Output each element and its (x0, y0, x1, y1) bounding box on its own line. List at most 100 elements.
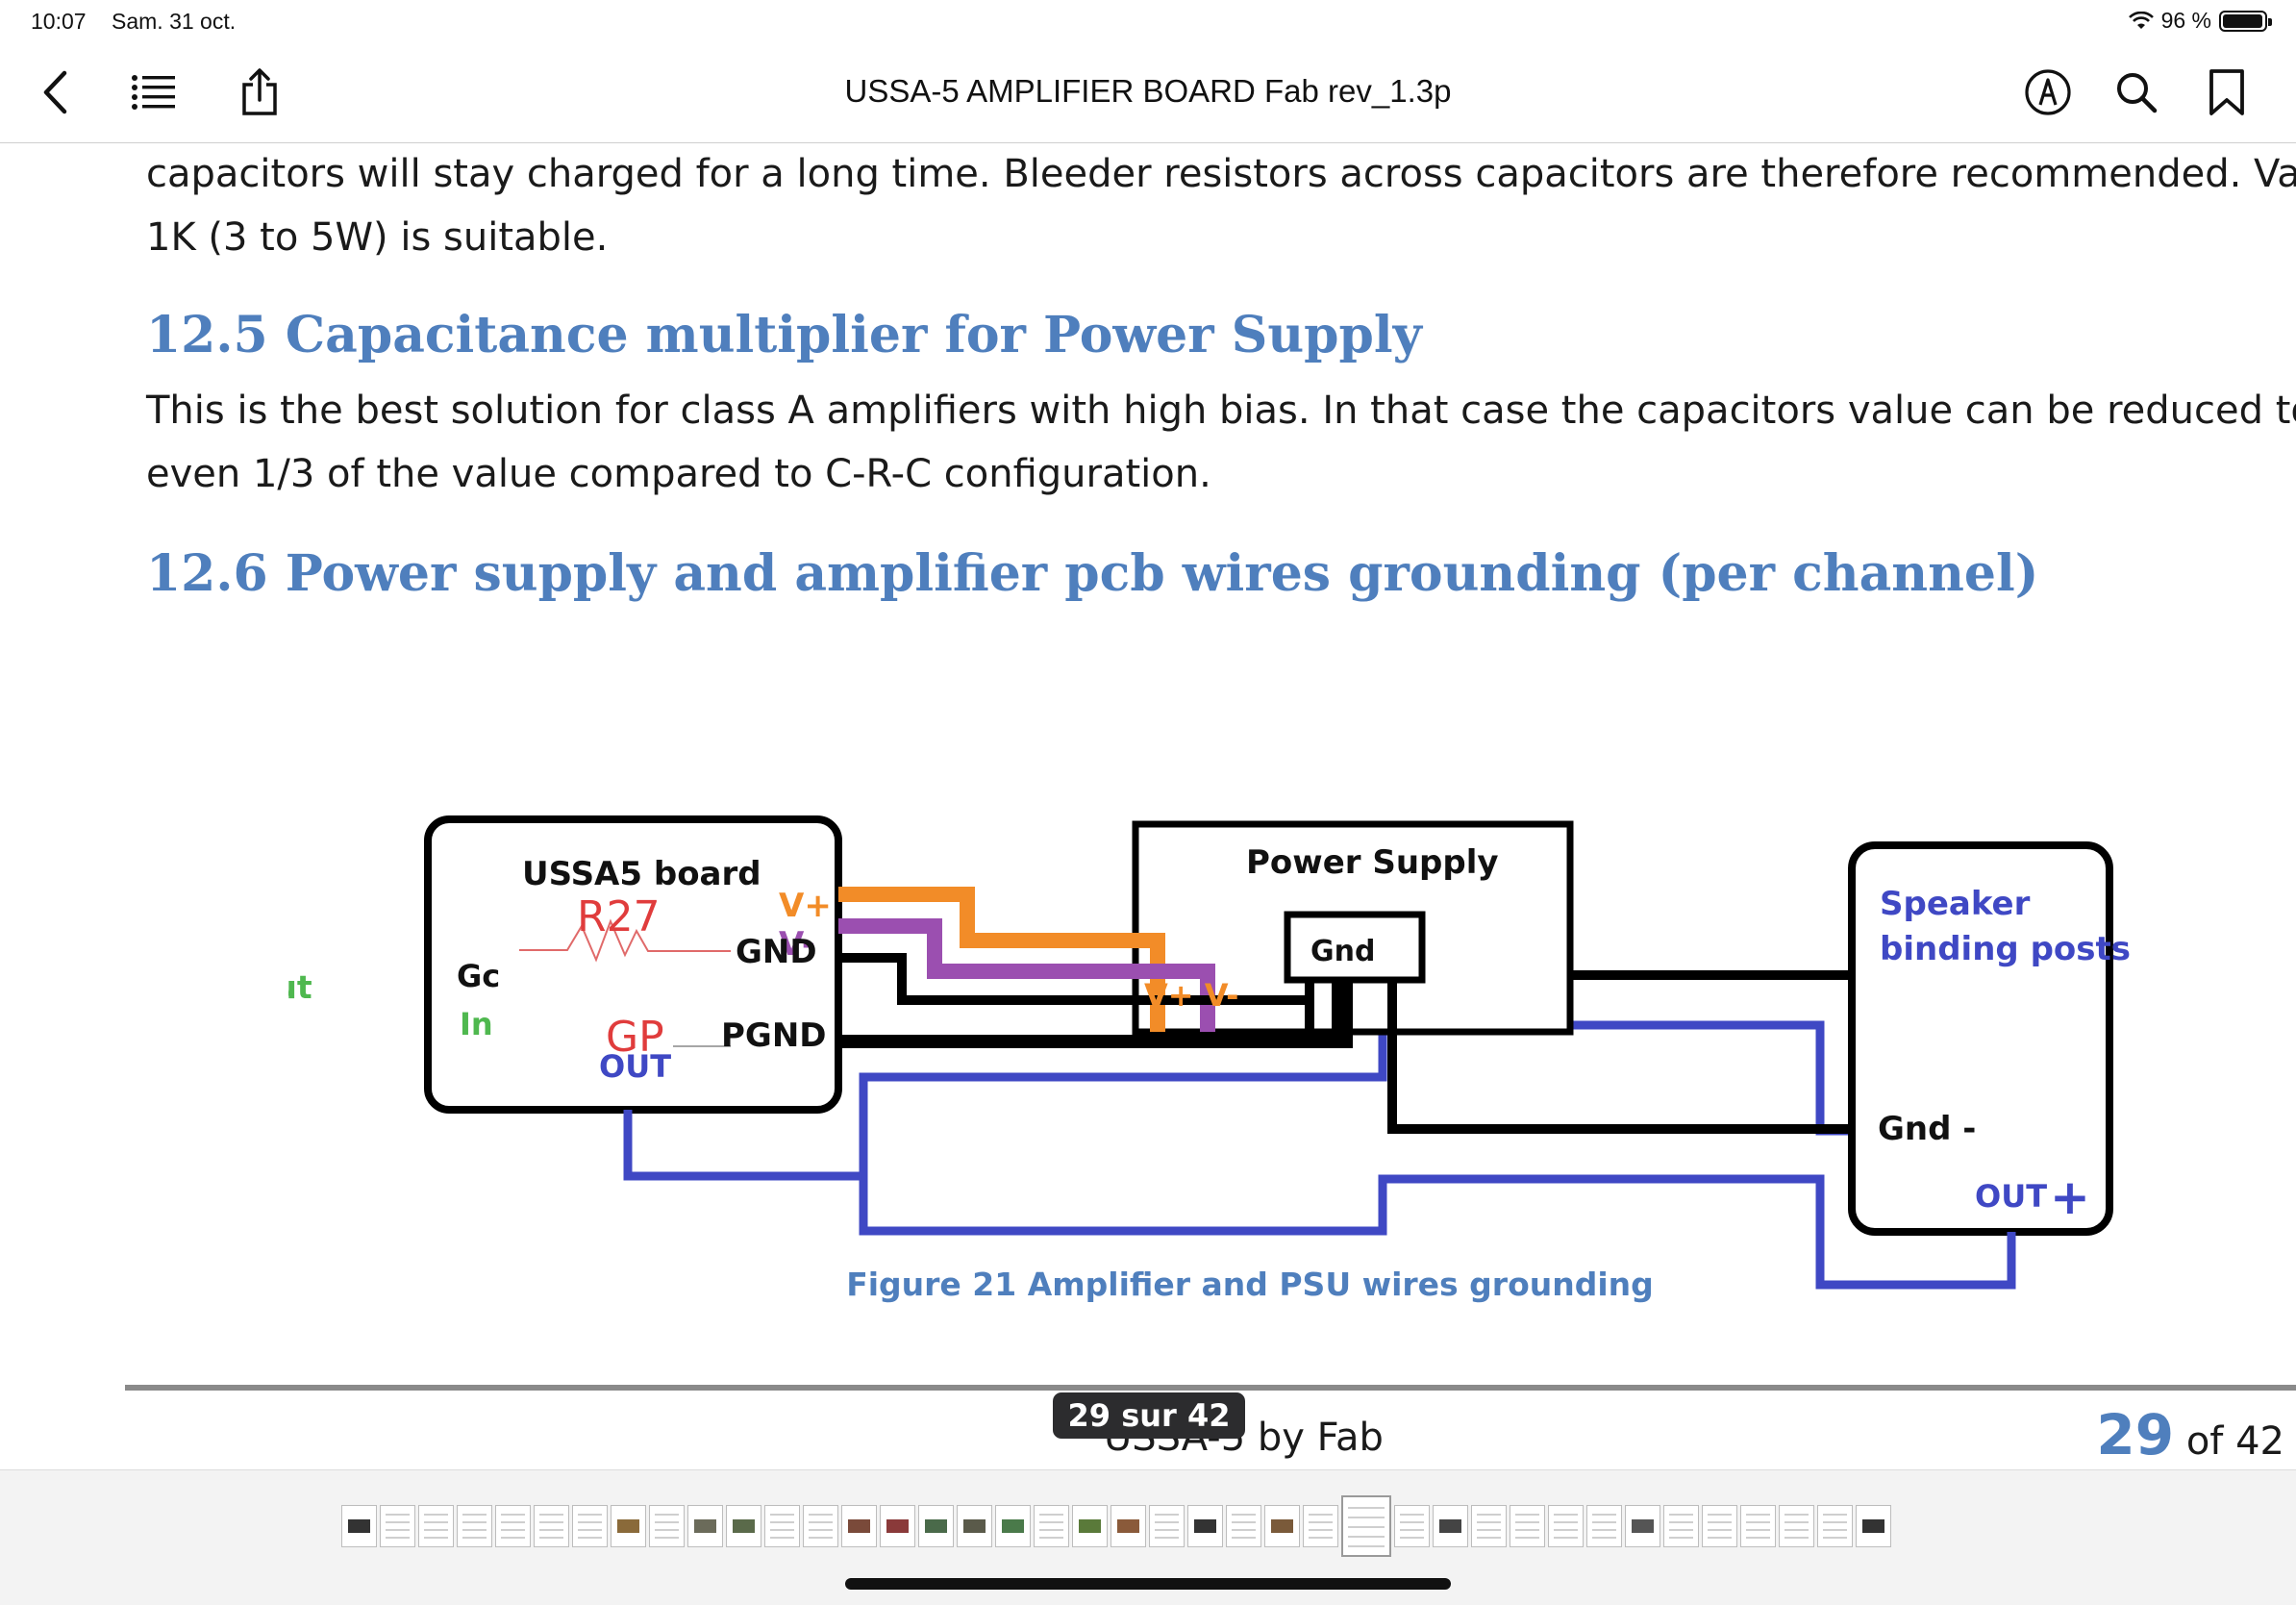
page-thumbnail[interactable] (1510, 1505, 1545, 1547)
paragraph-line: capacitors will stay charged for a long … (146, 152, 2296, 196)
page-thumbnail[interactable] (1187, 1505, 1223, 1547)
footer-page-number: 29 of 42 (2096, 1402, 2284, 1467)
ussa5-board-box (424, 815, 842, 1114)
page-thumbnail[interactable] (1034, 1505, 1069, 1547)
page-thumbnail[interactable] (957, 1505, 992, 1547)
board-title: USSA5 board (522, 855, 761, 893)
wifi-icon (2128, 11, 2154, 29)
page-thumbnail[interactable] (1471, 1505, 1507, 1547)
out-label: OUT (599, 1048, 671, 1085)
page-thumbnail[interactable] (1817, 1505, 1853, 1547)
document-title: USSA-5 AMPLIFIER BOARD Fab rev_1.3p (844, 73, 1452, 109)
psu-rails-label: V+ V- (1144, 977, 1238, 1014)
page-thumbnail[interactable] (1072, 1505, 1108, 1547)
page-thumbnail[interactable] (1663, 1505, 1699, 1547)
section-heading-12-5: 12.5 Capacitance multiplier for Power Su… (146, 306, 1422, 364)
document-page[interactable]: capacitors will stay charged for a long … (0, 142, 2296, 1469)
status-right: 96 % (2128, 8, 2272, 34)
paragraph-line: even 1/3 of the value compared to C-R-C … (146, 452, 1211, 496)
page-thumbnail[interactable] (572, 1505, 608, 1547)
page-thumbnail[interactable] (1394, 1505, 1430, 1547)
gc-label: Gc (457, 958, 500, 994)
battery-icon (2219, 10, 2272, 32)
share-icon (242, 68, 277, 115)
speaker-gnd-label: Gnd - (1878, 1110, 1976, 1148)
share-button[interactable] (231, 63, 288, 121)
page-thumbnail[interactable] (418, 1505, 454, 1547)
outline-button[interactable] (125, 63, 183, 121)
page-thumbnail[interactable] (841, 1505, 877, 1547)
bookmark-button[interactable] (2198, 63, 2256, 121)
page-thumbnail[interactable] (1625, 1505, 1660, 1547)
status-date: Sam. 31 oct. (112, 9, 237, 34)
page-thumbnail[interactable] (1740, 1505, 1776, 1547)
nav-bar: USSA-5 AMPLIFIER BOARD Fab rev_1.3p (0, 44, 2296, 143)
bookmark-icon (2209, 69, 2244, 115)
page-thumbnail[interactable] (495, 1505, 531, 1547)
page-thumbnail[interactable] (534, 1505, 569, 1547)
page-thumbnail[interactable] (687, 1505, 723, 1547)
page-thumbnail[interactable] (880, 1505, 915, 1547)
current-page-thumbnail[interactable] (1341, 1495, 1391, 1557)
vplus-label: V+ (779, 887, 832, 925)
paragraph-line: This is the best solution for class A am… (146, 389, 2296, 433)
list-icon (132, 75, 175, 110)
psu-title: Power Supply (1246, 843, 1499, 882)
r27-resistor (519, 918, 731, 963)
thumbnail-list (341, 1495, 1891, 1557)
status-time: 10:07 (31, 9, 87, 34)
page-thumbnail[interactable] (1149, 1505, 1185, 1547)
page-thumbnail[interactable] (649, 1505, 685, 1547)
markup-icon (2025, 69, 2071, 115)
page-thumbnail[interactable] (1111, 1505, 1146, 1547)
page-thumbnail[interactable] (1264, 1505, 1300, 1547)
gnd-label: GND (736, 933, 817, 971)
section-heading-12-6: 12.6 Power supply and amplifier pcb wire… (146, 544, 2039, 603)
in-label: In (460, 1006, 493, 1042)
psu-gnd-box (1284, 911, 1426, 984)
speaker-title-2: binding posts (1880, 930, 2131, 968)
page-thumbnail[interactable] (611, 1505, 646, 1547)
search-button[interactable] (2108, 63, 2165, 121)
battery-percent: 96 % (2160, 8, 2211, 33)
page-number-rest: of 42 (2185, 1419, 2284, 1464)
speaker-title-1: Speaker (1880, 885, 2031, 923)
page-thumbnail[interactable] (1303, 1505, 1338, 1547)
r27-label: R27 (577, 892, 661, 941)
page-thumbnail[interactable] (995, 1505, 1031, 1547)
page-thumbnail[interactable] (803, 1505, 838, 1547)
page-thumbnail[interactable] (1433, 1505, 1468, 1547)
thumbnail-strip (0, 1469, 2296, 1605)
psu-gnd-label: Gnd (1310, 935, 1375, 968)
figure-caption: Figure 21 Amplifier and PSU wires ground… (846, 1266, 1654, 1303)
page-thumbnail[interactable] (457, 1505, 492, 1547)
gp-label: GP (606, 1013, 664, 1062)
page-thumbnail[interactable] (764, 1505, 800, 1547)
page-thumbnail[interactable] (341, 1505, 377, 1547)
page-thumbnail[interactable] (1856, 1505, 1891, 1547)
page-thumbnail[interactable] (1226, 1505, 1261, 1547)
markup-button[interactable] (2019, 63, 2077, 121)
page-thumbnail[interactable] (918, 1505, 954, 1547)
paragraph-line: 1K (3 to 5W) is suitable. (146, 215, 609, 260)
page-thumbnail[interactable] (380, 1505, 415, 1547)
footer-rule (125, 1385, 2296, 1391)
input-label: Input (288, 968, 312, 1006)
grounding-diagram: USSA5 board R27 Input Gc In V+ V- GND GP… (288, 815, 2131, 1290)
page-thumbnail[interactable] (1779, 1505, 1814, 1547)
pgnd-label: PGND (721, 1016, 827, 1055)
page-thumbnail[interactable] (1548, 1505, 1584, 1547)
page-indicator-badge: 29 sur 42 (1053, 1392, 1245, 1439)
speaker-out-label: OUT (1975, 1178, 2047, 1215)
page-thumbnail[interactable] (1702, 1505, 1737, 1547)
status-bar: 10:07 Sam. 31 oct. 96 % (0, 0, 2296, 44)
home-indicator[interactable] (845, 1578, 1451, 1590)
vminus-label: V- (779, 925, 815, 964)
page-thumbnail[interactable] (726, 1505, 761, 1547)
search-icon (2117, 73, 2158, 113)
page-thumbnail[interactable] (1586, 1505, 1622, 1547)
back-button[interactable] (27, 63, 85, 121)
speaker-box (1848, 841, 2113, 1236)
plus-sign: + (2050, 1169, 2090, 1225)
page-number-big: 29 (2096, 1402, 2175, 1467)
